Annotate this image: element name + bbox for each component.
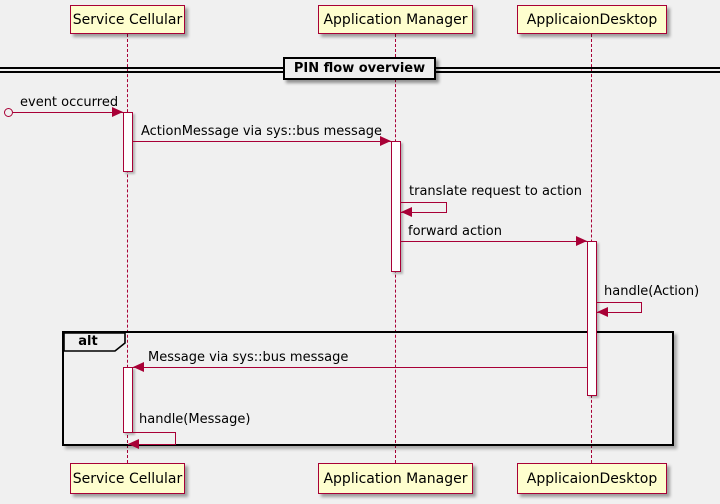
message-line-message-via-bus: [133, 367, 587, 368]
participant-name: Application Manager: [323, 11, 468, 28]
activation-service-cellular-1: [123, 112, 133, 172]
participant-bottom-service-cellular: Service Cellular: [70, 463, 185, 494]
message-label-forward-action: forward action: [408, 224, 502, 239]
message-line-handle-action-side: [641, 302, 642, 313]
alt-operator-pentagon: [64, 333, 126, 352]
message-line-forward-action: [401, 241, 587, 242]
participant-name: Application Manager: [323, 470, 468, 487]
message-line-event-occurred: [13, 112, 123, 113]
activation-application-manager: [391, 141, 401, 272]
arrowhead-handle-action: [597, 307, 608, 317]
participant-name: ApplicaionDesktop: [526, 11, 658, 28]
message-label-action-message: ActionMessage via sys::bus message: [141, 124, 383, 139]
arrowhead-event-occurred: [112, 107, 123, 117]
arrowhead-forward-action: [576, 236, 587, 246]
message-line-action-message: [133, 141, 391, 142]
message-label-message-via-bus: Message via sys::bus message: [148, 350, 349, 365]
message-line-handle-message-out: [133, 432, 175, 433]
message-label-handle-action: handle(Action): [604, 284, 700, 299]
message-label-event-occurred: event occurred: [20, 95, 119, 110]
message-line-translate-back: [401, 212, 446, 213]
participant-top-applicaion-desktop: ApplicaionDesktop: [517, 5, 667, 34]
participant-name: Service Cellular: [72, 470, 183, 487]
found-message-circle: [4, 108, 13, 117]
participant-name: ApplicaionDesktop: [526, 470, 658, 487]
message-line-handle-action-out: [597, 302, 641, 303]
arrowhead-message-via-bus: [133, 362, 144, 372]
arrowhead-action-message: [380, 136, 391, 146]
divider-title-box: PIN flow overview: [283, 57, 436, 80]
activation-applicaion-desktop: [587, 241, 597, 396]
participant-bottom-applicaion-desktop: ApplicaionDesktop: [517, 463, 667, 494]
participant-name: Service Cellular: [72, 11, 183, 28]
participant-bottom-application-manager: Application Manager: [318, 463, 473, 494]
alt-operator-label: alt: [78, 334, 98, 349]
arrowhead-handle-message: [128, 439, 139, 449]
lifeline-service-cellular: [127, 34, 128, 463]
message-line-handle-action-back: [597, 312, 641, 313]
message-line-handle-message-side: [175, 432, 176, 445]
divider-title: PIN flow overview: [293, 61, 426, 76]
message-line-translate-out: [401, 202, 446, 203]
message-label-handle-message: handle(Message): [139, 412, 251, 427]
alt-fragment-frame: [62, 331, 674, 446]
message-line-handle-message-back: [128, 444, 175, 445]
message-line-translate-side: [446, 202, 447, 213]
message-label-translate: translate request to action: [409, 184, 582, 199]
arrowhead-translate: [401, 207, 412, 217]
participant-top-service-cellular: Service Cellular: [70, 5, 185, 34]
participant-top-application-manager: Application Manager: [318, 5, 473, 34]
activation-service-cellular-2: [123, 367, 133, 433]
